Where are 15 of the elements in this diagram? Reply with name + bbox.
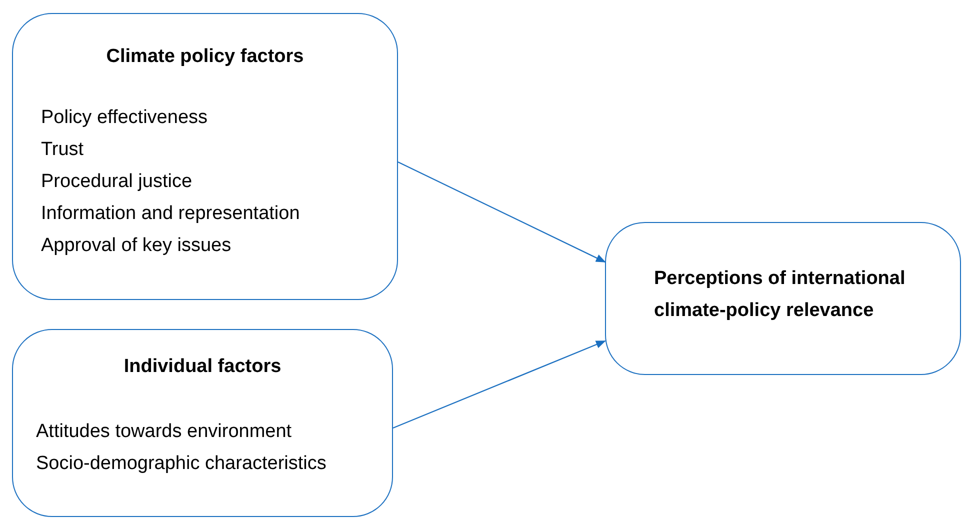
- factor-box: [605, 222, 961, 375]
- factor-item: Socio-demographic characteristics: [36, 452, 326, 476]
- factor-item: Trust: [41, 138, 84, 162]
- factor-box: [12, 13, 398, 300]
- arrow: [392, 340, 606, 429]
- factor-item: Policy effectiveness: [41, 106, 208, 130]
- factor-item: Attitudes towards environment: [36, 420, 292, 444]
- box-heading: Climate policy factors: [105, 45, 305, 69]
- factor-item: Approval of key issues: [41, 234, 232, 258]
- box-heading: Perceptions of international climate-policy relevance: [654, 267, 906, 323]
- arrow: [398, 161, 606, 263]
- box-heading: Individual factors: [122, 355, 282, 379]
- factor-box: [12, 329, 393, 517]
- factor-item: Information and representation: [41, 202, 300, 226]
- factor-item: Procedural justice: [41, 170, 192, 194]
